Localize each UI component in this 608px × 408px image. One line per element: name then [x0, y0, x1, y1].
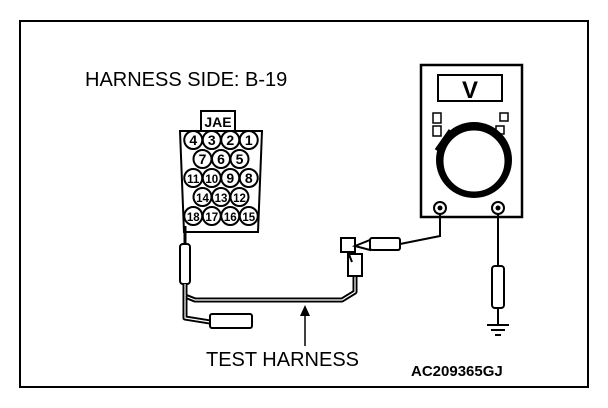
connector-pin-15: [238, 206, 259, 226]
connector-pin-1: [238, 130, 259, 150]
figure-code: AC209365GJ: [411, 363, 503, 380]
connector-pin-label-17: 17: [205, 212, 218, 224]
connector-pin-5: [229, 149, 250, 169]
meter-lead-plug: [369, 237, 401, 251]
ground-icon: [487, 324, 509, 336]
ground-probe: [491, 265, 505, 324]
connector-maker-tab: [200, 110, 236, 132]
connector-pin-label-14: 14: [196, 193, 209, 205]
voltmeter: V: [419, 63, 524, 219]
connector-pin-label-15: 15: [242, 212, 255, 224]
left-button-bottom: [432, 125, 442, 137]
connector-pin-label-3: 3: [208, 132, 216, 148]
test-harness-label: TEST HARNESS: [206, 349, 359, 371]
voltmeter-mode-label: V: [462, 77, 478, 104]
harness-wire-main: [182, 274, 358, 303]
connector-maker-label: JAE: [204, 114, 231, 130]
left-button-top: [432, 112, 442, 124]
alligator-clip: [351, 238, 371, 252]
connector-pin-label-10: 10: [205, 174, 218, 186]
connector-pin-8: [238, 168, 259, 188]
probe-body: [179, 243, 191, 285]
connector-pin-label-7: 7: [199, 151, 207, 167]
test-harness: [179, 226, 401, 329]
voltmeter-display: [437, 74, 503, 102]
rotary-dial: [442, 129, 506, 193]
connector-pin-12: [229, 187, 250, 207]
figure-frame: [19, 20, 589, 388]
connector-pin-label-4: 4: [189, 132, 197, 148]
connector-pin-label-12: 12: [233, 193, 246, 205]
positive-lead: [399, 214, 441, 245]
connector-pin-label-5: 5: [236, 151, 244, 167]
connector-pin-label-1: 1: [245, 132, 253, 148]
connector-pin-label-16: 16: [224, 212, 237, 224]
connector-pin-label-18: 18: [187, 212, 200, 224]
connector-pin-label-11: 11: [187, 174, 200, 186]
connector-pin-label-2: 2: [226, 132, 234, 148]
connector-pin-label-6: 6: [217, 151, 225, 167]
leader-arrowhead: [300, 305, 310, 316]
figure-title: HARNESS SIDE: B-19: [85, 69, 287, 91]
connector-pin-label-13: 13: [215, 193, 228, 205]
connector-pin-label-8: 8: [245, 170, 253, 186]
right-button-top: [499, 112, 509, 122]
harness-end-connector: [209, 313, 253, 329]
connector-pin-label-9: 9: [226, 170, 234, 186]
